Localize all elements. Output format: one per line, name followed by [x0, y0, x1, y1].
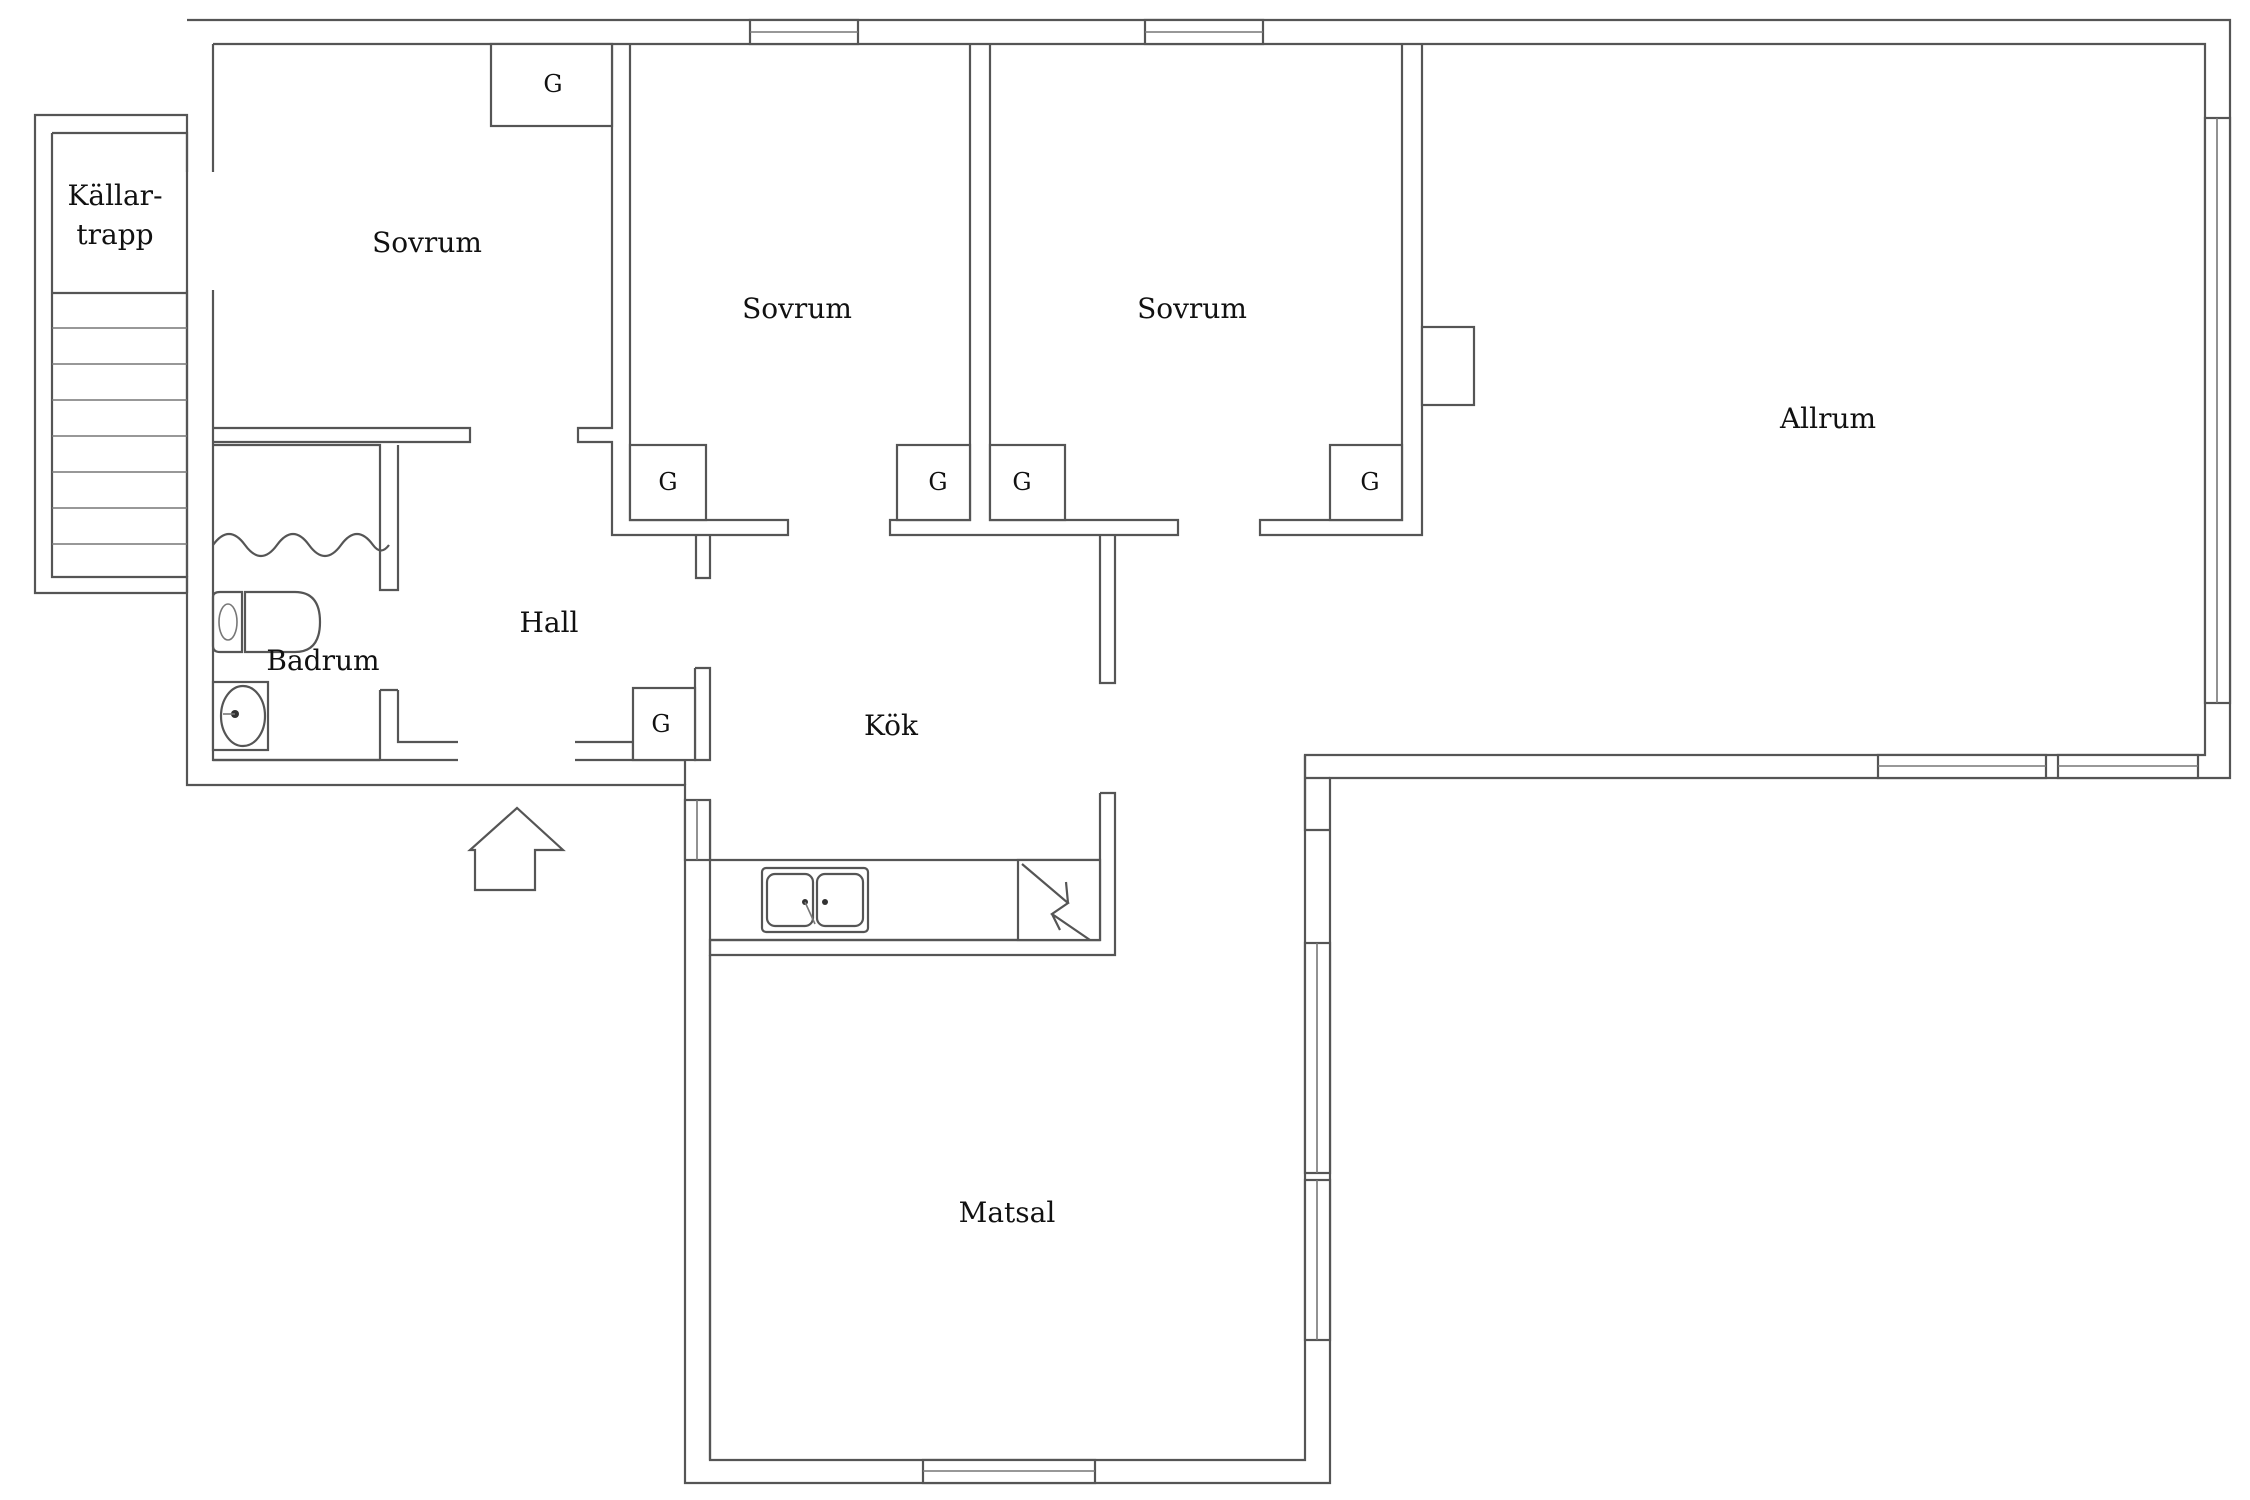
exterior-wall: [33, 18, 2232, 1485]
room-label-sovrum-2: Sovrum: [742, 292, 852, 325]
closet-label: G: [1012, 468, 1031, 496]
window-allrum-bottom-1: [1876, 753, 2048, 780]
room-label-hall: Hall: [519, 606, 578, 639]
double-sink-icon: [760, 866, 870, 934]
closet-hall: G: [631, 686, 697, 762]
room-label-badrum: Badrum: [266, 644, 379, 677]
sink-icon: [211, 680, 270, 752]
window-right: [2203, 116, 2232, 705]
closet-sovrum2-left: G: [628, 443, 708, 522]
closet-label: G: [651, 710, 670, 738]
stove-icon: [1016, 858, 1102, 942]
closet-label: G: [928, 468, 947, 496]
toilet-icon: [211, 590, 322, 654]
wall-step: [1303, 755, 1330, 832]
room-label-kallartrapp-1: Källar-: [67, 179, 162, 212]
arrow-up-icon: [467, 806, 566, 892]
room-label-kok: Kök: [864, 709, 919, 742]
window-top-1: [748, 18, 860, 46]
room-label-matsal: Matsal: [959, 1196, 1056, 1229]
window-matsal-bottom: [921, 1458, 1097, 1485]
window-kitchen-left: [683, 798, 712, 862]
room-label-kallartrapp-2: trapp: [76, 218, 153, 251]
window-matsal-right-1: [1303, 941, 1332, 1175]
room-label-allrum: Allrum: [1779, 402, 1876, 435]
window-top-2: [1143, 18, 1265, 46]
closet-label: G: [658, 468, 677, 496]
window-allrum-bottom-2: [2056, 753, 2200, 780]
closet-sovrum1: G: [489, 42, 614, 128]
shower-curtain: [212, 532, 390, 558]
closet-sovrum3-right: G: [1328, 443, 1404, 522]
window-matsal-right-2: [1303, 1178, 1332, 1342]
room-label-sovrum-1: Sovrum: [372, 226, 482, 259]
staircase: [52, 291, 187, 545]
closet-label: G: [1360, 468, 1379, 496]
closet-sovrum2-right: G: [895, 443, 972, 522]
closet-sovrum3-left: G: [988, 443, 1067, 522]
closet-label: G: [543, 70, 562, 98]
room-label-sovrum-3: Sovrum: [1137, 292, 1247, 325]
